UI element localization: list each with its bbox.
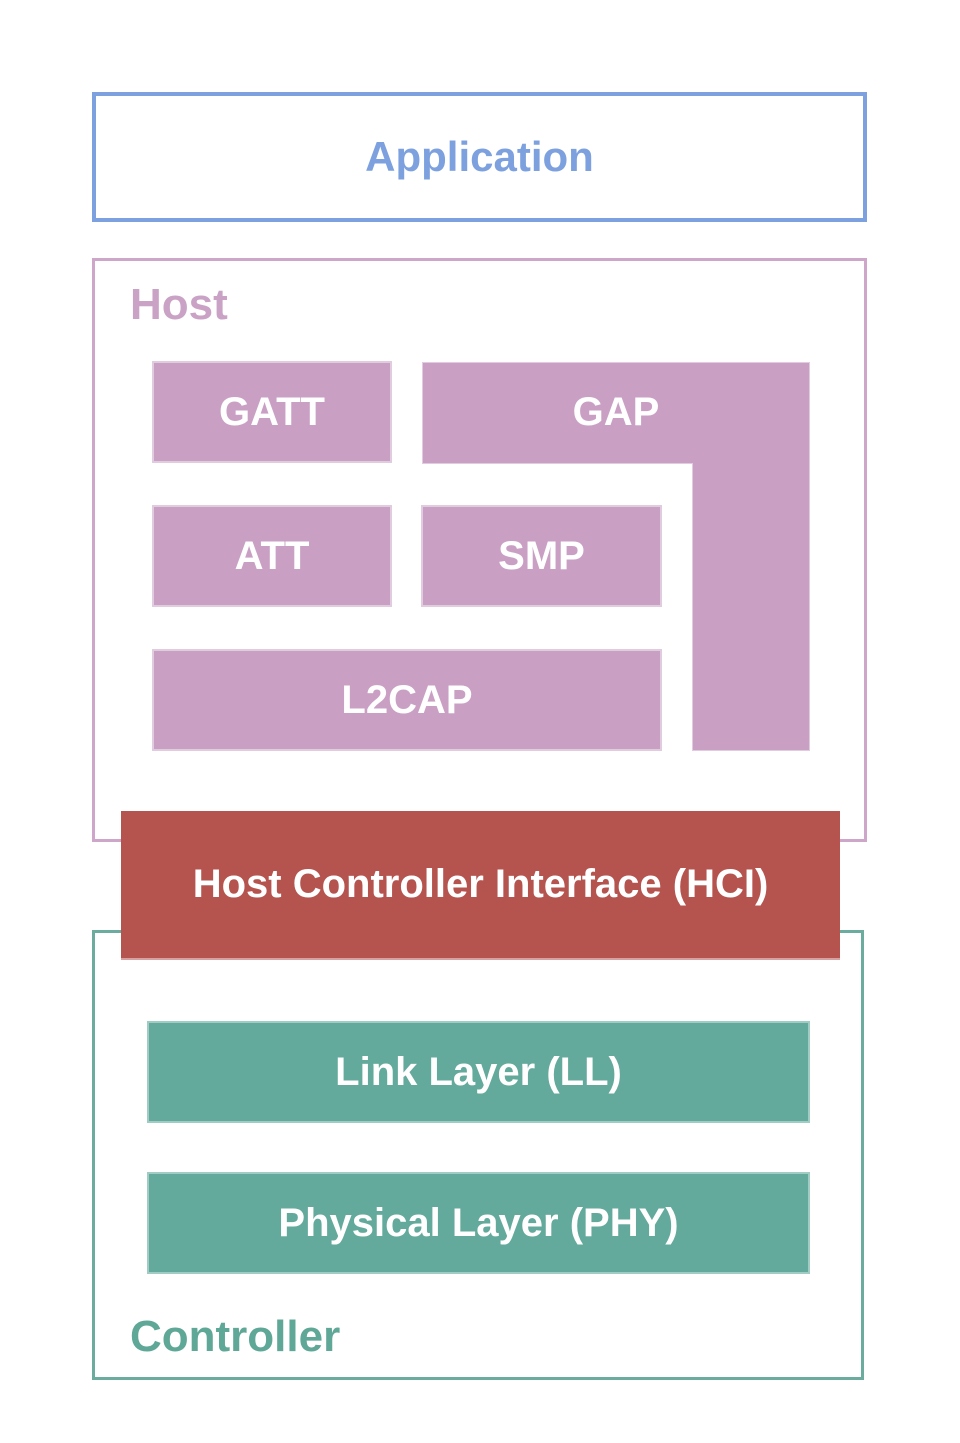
physical-layer-label: Physical Layer (PHY) xyxy=(278,1200,679,1245)
gatt-label: GATT xyxy=(219,389,325,434)
block-l2cap: L2CAP xyxy=(152,649,662,751)
host-label: Host xyxy=(130,280,228,329)
block-gap-shape xyxy=(421,361,811,752)
att-label: ATT xyxy=(234,533,310,578)
hci-bar: Host Controller Interface (HCI) xyxy=(121,811,840,960)
block-gatt: GATT xyxy=(152,361,392,463)
gap-label: GAP xyxy=(572,389,660,434)
block-physical-layer: Physical Layer (PHY) xyxy=(147,1172,810,1274)
gap-l-shape xyxy=(421,361,811,752)
block-att: ATT xyxy=(152,505,392,607)
block-gap: GAP xyxy=(421,361,811,463)
l2cap-label: L2CAP xyxy=(341,677,473,722)
block-smp: SMP xyxy=(421,505,662,607)
block-link-layer: Link Layer (LL) xyxy=(147,1021,810,1123)
controller-label: Controller xyxy=(130,1312,341,1361)
hci-label: Host Controller Interface (HCI) xyxy=(192,862,769,906)
smp-label: SMP xyxy=(498,533,585,578)
application-box: Application xyxy=(92,92,867,222)
application-label: Application xyxy=(365,133,594,180)
link-layer-label: Link Layer (LL) xyxy=(335,1049,622,1094)
